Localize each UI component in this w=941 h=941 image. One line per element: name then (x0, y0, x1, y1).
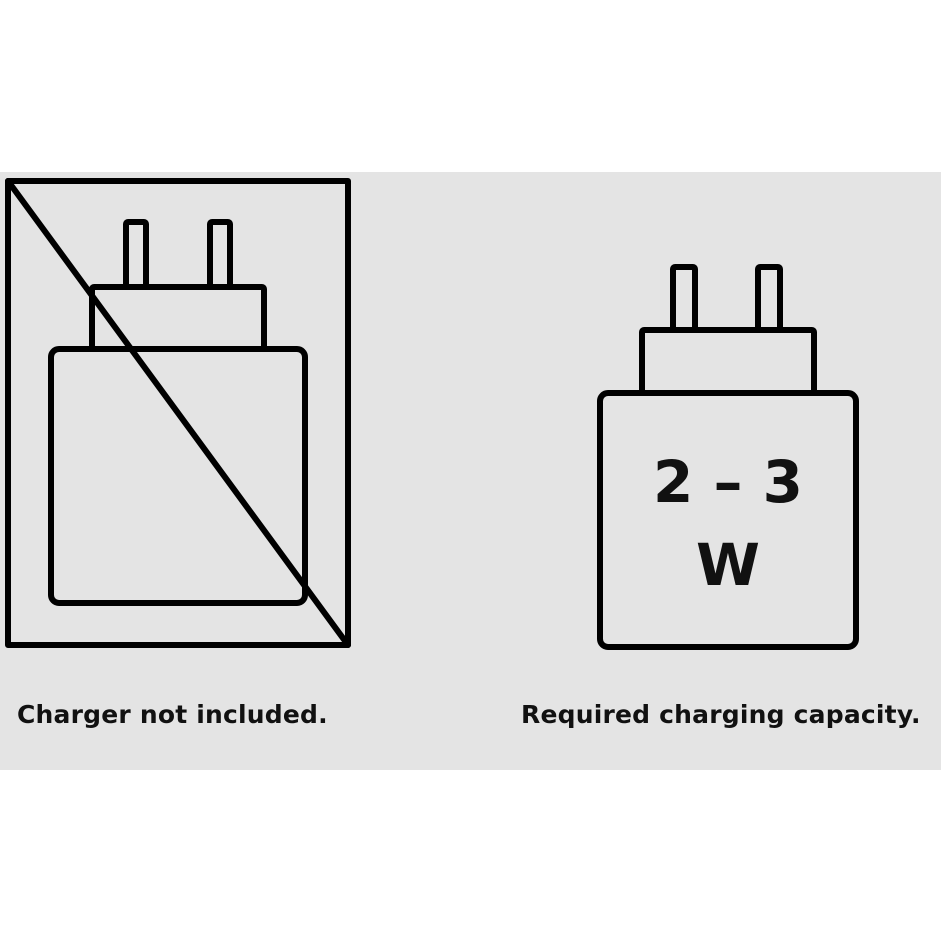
charger-not-included-caption: Charger not included. (17, 700, 328, 729)
charger-not-included-icon (5, 178, 351, 648)
watt-unit: W (696, 531, 760, 599)
watt-range: 2 – 3 (653, 448, 803, 516)
info-panel (0, 172, 941, 770)
required-capacity-caption: Required charging capacity. (521, 700, 921, 729)
required-charger-icon (597, 264, 859, 650)
